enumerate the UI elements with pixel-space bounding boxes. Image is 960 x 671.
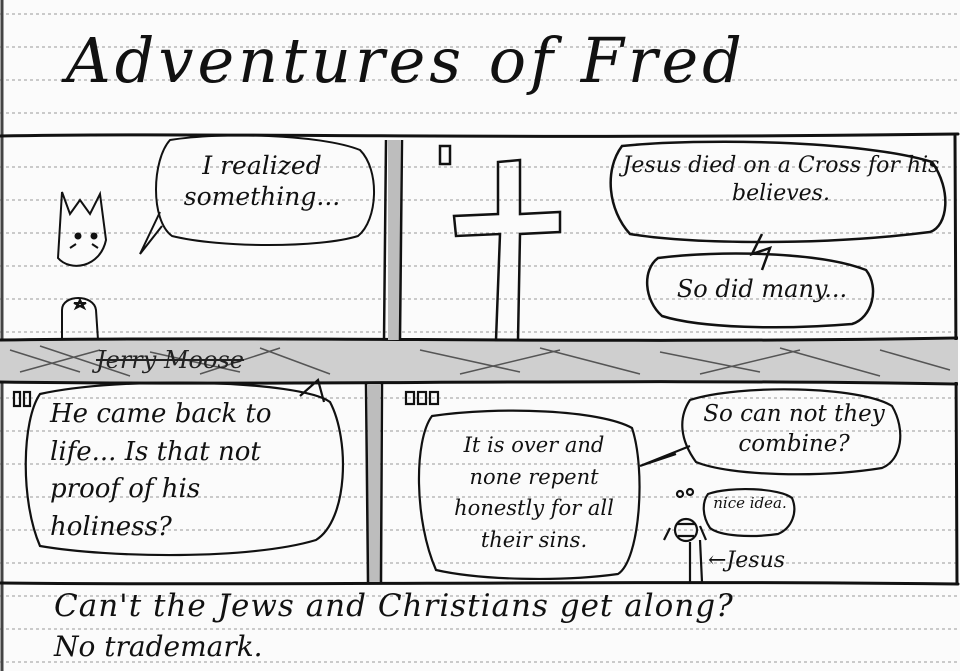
comic-title: Adventures of Fred [66, 24, 746, 97]
panel-4-bubble-small-text: nice idea. [713, 494, 787, 512]
footer-note: No trademark. [54, 630, 263, 663]
shaded-divider-strip [0, 336, 959, 386]
cross [452, 158, 562, 342]
panel-2-bubble-bottom-text: So did many... [676, 275, 848, 303]
bubble-outline [155, 134, 376, 246]
cat-head [56, 190, 108, 267]
panel-4-bubble-left-text: It is over and none repent honestly for … [454, 433, 614, 552]
jesus-figure [663, 517, 708, 583]
jesus-label: ←Jesus [708, 548, 786, 573]
panel-3-bubble-text: He came back to life... Is that not proo… [50, 399, 272, 543]
panel-1-bubble-text: I realized something... [183, 151, 341, 212]
caption: Can't the Jews and Christians get along? [54, 588, 734, 624]
scribbled-name: Jerry Moose [96, 346, 244, 374]
tombstone [61, 297, 99, 341]
panel-2-bubble-top-text: Jesus died on a Cross for his believes. [622, 153, 940, 206]
panel-4-bubble-right-text: So can not they combine? [703, 401, 885, 457]
